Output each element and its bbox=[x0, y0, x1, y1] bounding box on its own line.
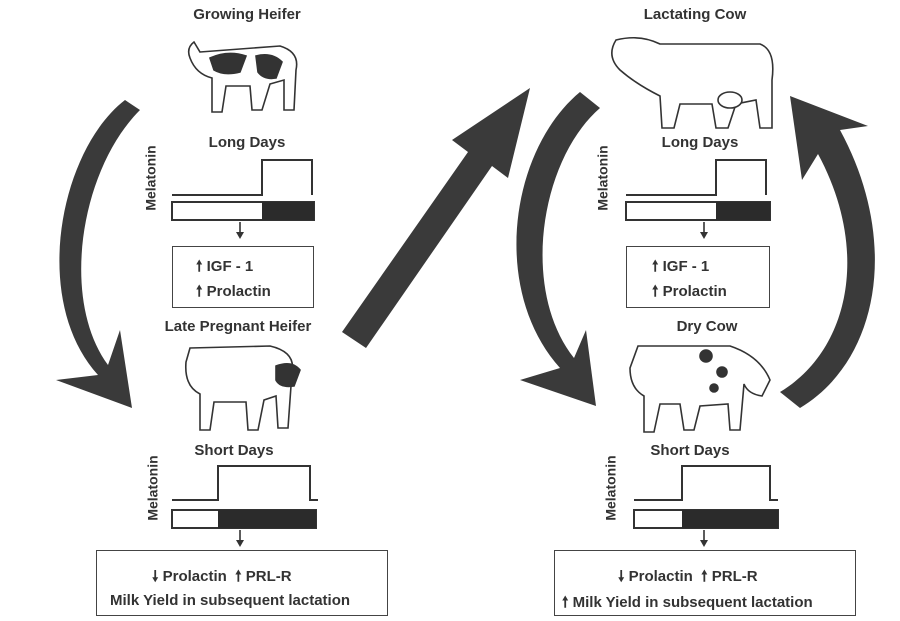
up-arrow-icon: 🠕 bbox=[701, 568, 708, 585]
up-arrow-icon: 🠕 bbox=[562, 594, 569, 611]
prolactin-prlr-line-left: 🠗 Prolactin 🠕 PRL-R bbox=[152, 566, 292, 591]
prlr-text: PRL-R bbox=[245, 568, 292, 585]
igf1-text: IGF - 1 bbox=[206, 258, 254, 275]
prolactin-prlr-line-right: 🠗 Prolactin 🠕 PRL-R bbox=[618, 566, 758, 591]
up-arrow-icon: 🠕 bbox=[652, 283, 659, 300]
milk-yield-line-left: Milk Yield in subsequent lactation bbox=[110, 592, 351, 609]
igf1-line-left: 🠕 IGF - 1 bbox=[196, 256, 253, 281]
short-days-label-left: Short Days bbox=[194, 442, 274, 459]
down-arrow-icon: 🠗 bbox=[618, 568, 625, 585]
milk-yield-text: Milk Yield in subsequent lactation bbox=[572, 594, 813, 611]
prolactin-text: Prolactin bbox=[162, 568, 227, 585]
long-days-label-right: Long Days bbox=[661, 134, 739, 151]
prolactin-text: Prolactin bbox=[206, 283, 271, 300]
curved-arrow-right-outer bbox=[780, 96, 875, 408]
curved-arrow-right-inner bbox=[516, 92, 600, 406]
hormone-box-right-1 bbox=[626, 246, 770, 308]
igf1-text: IGF - 1 bbox=[662, 258, 710, 275]
diagonal-arrow-center bbox=[342, 88, 530, 348]
hormone-box-left-2 bbox=[96, 550, 388, 616]
stage-title-late-pregnant-heifer: Late Pregnant Heifer bbox=[164, 318, 312, 335]
curved-arrow-left bbox=[56, 100, 140, 408]
prolactin-text: Prolactin bbox=[662, 283, 727, 300]
stage-title-dry-cow: Dry Cow bbox=[676, 318, 738, 335]
short-days-label-right: Short Days bbox=[650, 442, 730, 459]
prolactin-text: Prolactin bbox=[628, 568, 693, 585]
down-arrow-icon: 🠗 bbox=[152, 568, 159, 585]
up-arrow-icon: 🠕 bbox=[235, 568, 242, 585]
long-days-label-left: Long Days bbox=[208, 134, 286, 151]
up-arrow-icon: 🠕 bbox=[196, 283, 203, 300]
milk-yield-line-right: 🠕 Milk Yield in subsequent lactation bbox=[562, 592, 813, 617]
prlr-text: PRL-R bbox=[711, 568, 758, 585]
up-arrow-icon: 🠕 bbox=[196, 258, 203, 275]
stage-title-growing-heifer: Growing Heifer bbox=[193, 6, 301, 23]
prolactin-line-right: 🠕 Prolactin bbox=[652, 281, 727, 306]
stage-title-lactating-cow: Lactating Cow bbox=[643, 6, 747, 23]
hormone-box-left-1 bbox=[172, 246, 314, 308]
up-arrow-icon: 🠕 bbox=[652, 258, 659, 275]
prolactin-line-left: 🠕 Prolactin bbox=[196, 281, 271, 306]
igf1-line-right: 🠕 IGF - 1 bbox=[652, 256, 709, 281]
hormone-box-right-2 bbox=[554, 550, 856, 616]
